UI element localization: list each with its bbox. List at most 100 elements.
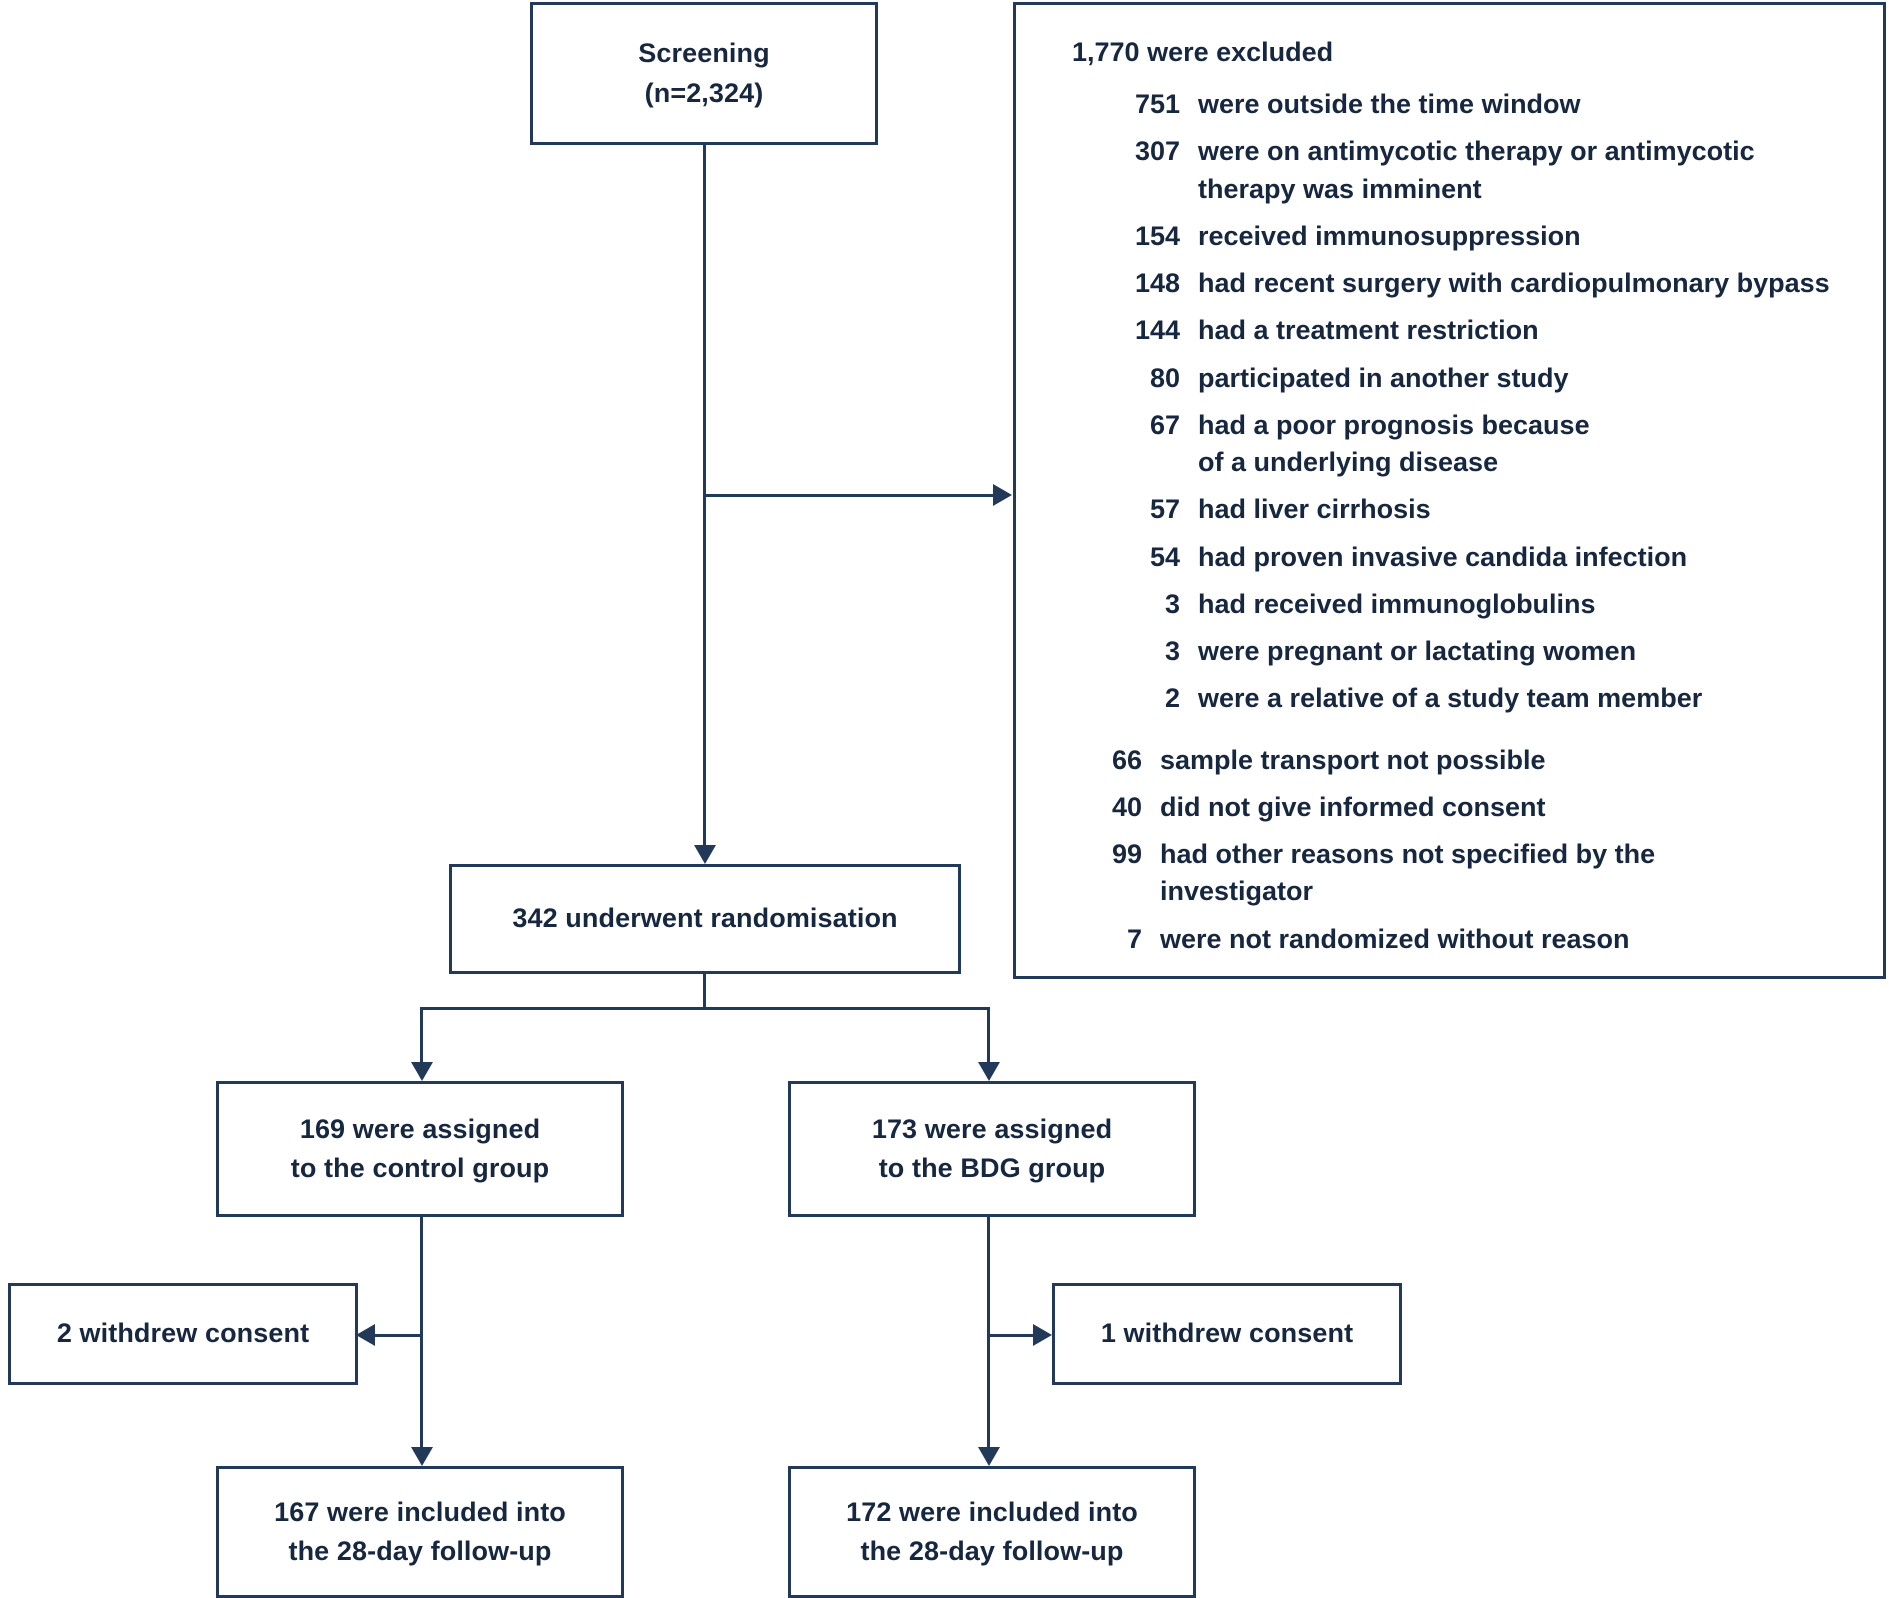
exclusion-reason: had liver cirrhosis — [1198, 491, 1431, 528]
exclusion-count: 80 — [1149, 362, 1180, 393]
bdg-followup-arrow-icon — [978, 1447, 1000, 1466]
exclusion-count: 54 — [1149, 541, 1180, 572]
exclusion-reason: had a poor prognosis because of a underly… — [1198, 407, 1590, 482]
control-followup-box: 167 were included into the 28-day follow… — [216, 1466, 624, 1598]
exclusion-reason-line1: participated in another study — [1198, 362, 1569, 393]
exclusion-count: 154 — [1134, 220, 1180, 251]
exclusion-count: 307 — [1134, 136, 1180, 167]
bdg-down-line — [987, 1217, 990, 1463]
exclusion-row: 154 received immunosuppression — [1108, 218, 1857, 255]
control-followup-arrow-icon — [411, 1447, 433, 1466]
exclusion-reason: had other reasons not specified by the in… — [1160, 836, 1655, 911]
exclusions-box: 1,770 were excluded 751 were outside the … — [1013, 2, 1886, 979]
exclusion-reason-line2: investigator — [1160, 876, 1314, 907]
exclusion-reason: received immunosuppression — [1198, 218, 1581, 255]
exclusion-row: 57 had liver cirrhosis — [1108, 491, 1857, 528]
exclusion-count: 40 — [1111, 791, 1142, 822]
exclusion-row: 307 were on antimycotic therapy or antimy… — [1108, 133, 1857, 208]
exclusion-row: 2 were a relative of a study team member — [1108, 680, 1857, 717]
exclusions-list: 751 were outside the time window 307 were o… — [1062, 86, 1857, 958]
bdg-group-line1: 173 were assigned — [871, 1113, 1113, 1144]
exclusion-count: 3 — [1164, 588, 1180, 619]
screening-stem-line — [703, 145, 706, 496]
exclusion-reason-line1: were not randomized without reason — [1160, 923, 1630, 954]
exclusion-count: 3 — [1164, 636, 1180, 666]
control-withdraw-arrow-icon — [356, 1324, 375, 1346]
exclusion-reason: sample transport not possible — [1160, 742, 1546, 779]
bdg-followup-box: 172 were included into the 28-day follow… — [788, 1466, 1196, 1598]
exclusion-reason: had recent surgery with cardiopulmonary … — [1198, 265, 1830, 302]
control-arrow-icon — [411, 1062, 433, 1081]
exclusion-reason-line1: had a treatment restriction — [1198, 315, 1539, 346]
exclusion-reason-line2: of a underlying disease — [1198, 447, 1499, 477]
screening-to-randomisation-line — [703, 494, 706, 847]
bdg-withdraw-arrow-icon — [1033, 1324, 1052, 1346]
exclusion-reason-line1: received immunosuppression — [1198, 220, 1581, 251]
exclusion-count: 148 — [1134, 268, 1180, 298]
control-withdraw-line — [375, 1334, 423, 1337]
bdg-group-line2: to the BDG group — [878, 1153, 1106, 1183]
bdg-branch-line — [987, 1007, 990, 1078]
exclusion-row: 66 sample transport not possible — [1070, 742, 1857, 779]
exclusions-heading: 1,770 were excluded — [1072, 37, 1334, 67]
bdg-followup-line2: the 28-day follow-up — [860, 1536, 1124, 1566]
exclusion-row: 40 did not give informed consent — [1070, 789, 1857, 826]
control-group-box: 169 were assigned to the control group — [216, 1081, 624, 1217]
randomisation-stem-line — [703, 974, 706, 1009]
bdg-arrow-icon — [978, 1062, 1000, 1081]
exclusion-reason-line2: therapy was imminent — [1198, 173, 1482, 204]
exclusion-reason: were a relative of a study team member — [1198, 680, 1702, 717]
exclusion-reason: had received immunoglobulins — [1198, 586, 1596, 623]
exclusion-reason: had a treatment restriction — [1198, 312, 1539, 349]
bdg-withdrew-consent-box: 1 withdrew consent — [1052, 1283, 1402, 1385]
exclusion-reason-line1: were outside the time window — [1198, 89, 1581, 119]
exclusion-count: 99 — [1111, 839, 1142, 869]
exclusion-reason-line1: had other reasons not specified by the — [1160, 839, 1656, 869]
exclusion-row: 7 were not randomized without reason — [1070, 921, 1857, 958]
control-followup-line1: 167 were included into — [274, 1496, 566, 1527]
exclusion-count: 66 — [1111, 744, 1142, 775]
control-withdrew-label: 2 withdrew consent — [56, 1318, 310, 1349]
exclusion-reason-line1: had liver cirrhosis — [1198, 494, 1431, 525]
randomisation-box: 342 underwent randomisation — [449, 864, 961, 974]
exclusion-row: 54 had proven invasive candida infection — [1108, 539, 1857, 576]
exclusion-count: 7 — [1126, 923, 1142, 954]
exclusion-reason-line1: were on antimycotic therapy or antimycot… — [1198, 136, 1755, 167]
exclusion-reason-line1: had received immunoglobulins — [1198, 588, 1596, 619]
exclusion-reason-line1: did not give informed consent — [1160, 791, 1546, 822]
exclusion-branch-line — [703, 494, 993, 497]
exclusion-row: 3 were pregnant or lactating women — [1108, 633, 1857, 670]
screening-box: Screening (n=2,324) — [530, 2, 878, 145]
control-followup-line2: the 28-day follow-up — [288, 1536, 552, 1566]
exclusion-reason: were pregnant or lactating women — [1198, 633, 1636, 670]
bdg-group-box: 173 were assigned to the BDG group — [788, 1081, 1196, 1217]
control-withdrew-consent-box: 2 withdrew consent — [8, 1283, 358, 1385]
control-branch-line — [420, 1007, 423, 1078]
randomisation-arrow-icon — [694, 845, 716, 864]
bdg-followup-line1: 172 were included into — [846, 1496, 1138, 1527]
exclusion-reason-line1: had recent surgery with cardiopulmonary … — [1198, 268, 1830, 298]
bdg-withdrew-label: 1 withdrew consent — [1100, 1318, 1354, 1349]
exclusion-reason-line1: were pregnant or lactating women — [1198, 636, 1637, 666]
exclusion-row: 751 were outside the time window — [1108, 86, 1857, 123]
exclusion-reason-line1: had a poor prognosis because — [1198, 409, 1590, 440]
exclusion-row: 67 had a poor prognosis because of a under… — [1108, 407, 1857, 482]
exclusion-count: 2 — [1164, 683, 1180, 714]
exclusion-reason: did not give informed consent — [1160, 789, 1546, 826]
exclusion-count: 57 — [1149, 494, 1180, 525]
exclusion-reason: were outside the time window — [1198, 86, 1581, 123]
control-group-line2: to the control group — [290, 1153, 550, 1183]
screening-title: Screening — [638, 38, 770, 69]
exclusion-count: 751 — [1134, 89, 1180, 119]
exclusion-row: 80 participated in another study — [1108, 360, 1857, 397]
exclusion-reason-line1: had proven invasive candida infection — [1198, 541, 1688, 572]
exclusion-row: 3 had received immunoglobulins — [1108, 586, 1857, 623]
exclusion-count: 67 — [1149, 409, 1180, 440]
exclusion-reason-line1: sample transport not possible — [1160, 744, 1546, 775]
group-split-line — [420, 1007, 990, 1010]
exclusion-reason-line1: were a relative of a study team member — [1198, 683, 1703, 714]
exclusion-row: 144 had a treatment restriction — [1108, 312, 1857, 349]
exclusion-reason: had proven invasive candida infection — [1198, 539, 1687, 576]
exclusion-count: 144 — [1134, 315, 1180, 346]
